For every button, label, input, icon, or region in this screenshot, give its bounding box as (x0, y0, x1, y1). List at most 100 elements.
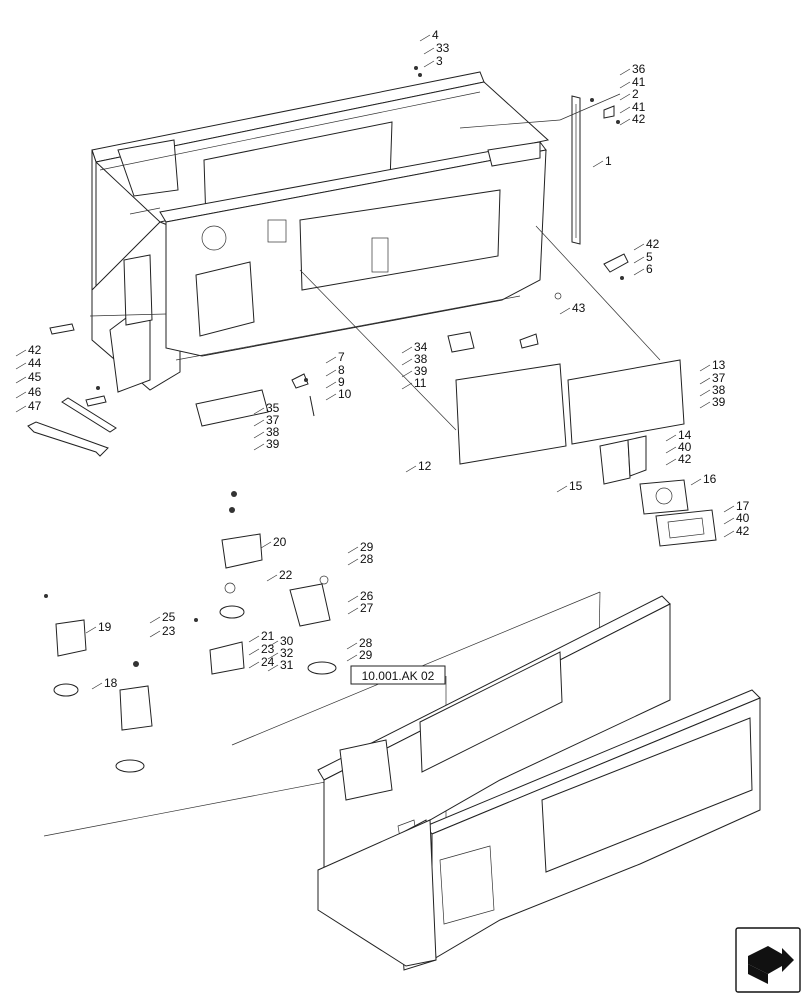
callout-8: 8 (338, 363, 345, 377)
callout-leader (15, 405, 27, 413)
callout-leader (325, 369, 337, 377)
callout-leader (665, 446, 677, 454)
callout-18: 18 (104, 676, 118, 690)
callout-leader (347, 595, 359, 603)
callout-leader (347, 546, 359, 554)
callout-leader (401, 370, 413, 378)
next-page-arrow-icon[interactable] (735, 927, 801, 993)
callout-25: 25 (162, 610, 176, 624)
callout-30: 30 (280, 634, 294, 648)
callout-leader (633, 256, 645, 264)
callout-41: 41 (632, 75, 646, 89)
mount-20 (219, 491, 263, 619)
callout-29: 29 (359, 648, 373, 662)
callout-leader (633, 243, 645, 251)
callout-leader (423, 60, 435, 68)
callout-leader (723, 505, 735, 513)
callout-23: 23 (162, 624, 176, 638)
callout-leader (619, 93, 631, 101)
bracket-47 (27, 421, 109, 457)
callout-39: 39 (712, 395, 726, 409)
callout-leader (267, 640, 279, 648)
callout-6: 6 (646, 262, 653, 276)
callout-27: 27 (360, 601, 374, 615)
callout-leader (619, 106, 631, 114)
callout-39: 39 (266, 437, 280, 451)
callout-leader (253, 443, 265, 451)
bolt-7-10 (291, 373, 315, 417)
callout-leader (85, 626, 97, 634)
reference-label[interactable]: 10.001.AK 02 (362, 669, 435, 683)
callout-leader (346, 642, 358, 650)
callout-38: 38 (266, 425, 280, 439)
callout-38: 38 (712, 383, 726, 397)
callout-11: 11 (414, 376, 427, 390)
callout-labels: 4333364124142142564334383911789104244454… (28, 28, 750, 690)
cover-plate-35 (195, 389, 269, 427)
callout-leader (15, 391, 27, 399)
callout-15: 15 (569, 479, 583, 493)
callout-leader (699, 364, 711, 372)
callout-leader (556, 485, 568, 493)
callout-leader (405, 465, 417, 473)
callout-28: 28 (359, 636, 373, 650)
callout-13: 13 (712, 358, 726, 372)
callout-16: 16 (703, 472, 717, 486)
callout-leader (267, 652, 279, 660)
top-fasteners (49, 66, 629, 407)
callout-leader (690, 478, 702, 486)
callout-leader (149, 616, 161, 624)
callout-leader (325, 381, 337, 389)
callout-40: 40 (678, 440, 692, 454)
callout-leader (15, 362, 27, 370)
callout-leader (401, 346, 413, 354)
callout-42: 42 (632, 112, 646, 126)
callout-4: 4 (432, 28, 439, 42)
callout-17: 17 (736, 499, 750, 513)
reference-box[interactable]: 10.001.AK 02 (350, 665, 446, 685)
callout-leader (401, 358, 413, 366)
rod-46 (61, 397, 117, 433)
callout-leader (619, 81, 631, 89)
callout-leader (253, 419, 265, 427)
callout-leader (665, 434, 677, 442)
callout-leader (347, 607, 359, 615)
callout-leader (423, 47, 435, 55)
callout-40: 40 (736, 511, 750, 525)
panel-12 (455, 363, 567, 465)
callout-22: 22 (279, 568, 293, 582)
mount-22 (289, 575, 337, 675)
assembled-frame-rear (317, 595, 671, 871)
callout-1: 1 (605, 154, 612, 168)
callout-38: 38 (414, 352, 428, 366)
callout-34: 34 (414, 340, 428, 354)
callout-leaders (15, 34, 735, 690)
callout-42: 42 (28, 343, 42, 357)
callout-42: 42 (736, 524, 750, 538)
callout-42: 42 (646, 237, 660, 251)
callout-32: 32 (280, 646, 294, 660)
callout-leader (260, 541, 272, 549)
callout-leader (248, 635, 260, 643)
callout-leader (619, 68, 631, 76)
callout-leader (15, 376, 27, 384)
side-rail-part-1 (571, 95, 581, 245)
callout-45: 45 (28, 370, 42, 384)
callout-leader (619, 118, 631, 126)
callout-leader (248, 661, 260, 669)
callout-46: 46 (28, 385, 42, 399)
callout-leader (253, 431, 265, 439)
callout-leader (325, 356, 337, 364)
panel-13 (567, 359, 685, 445)
callout-37: 37 (712, 371, 726, 385)
callout-leader (325, 393, 337, 401)
callout-36: 36 (632, 62, 646, 76)
bracket-14-15 (599, 435, 647, 485)
callout-leader (91, 682, 103, 690)
callout-leader (633, 268, 645, 276)
callout-leader (267, 664, 279, 672)
mount-21 (194, 618, 245, 675)
callout-37: 37 (266, 413, 280, 427)
callout-leader (248, 648, 260, 656)
